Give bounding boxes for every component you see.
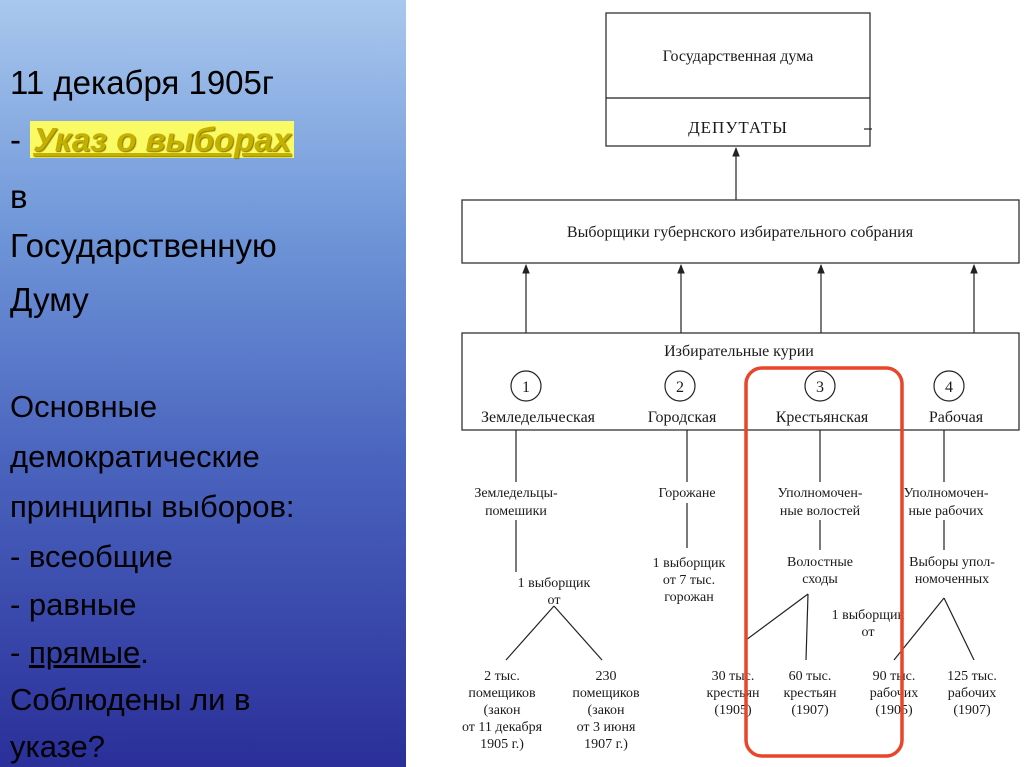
electors-box	[461, 199, 1020, 264]
direct-underlined: прямые	[28, 635, 141, 670]
question-line-2: указе?	[10, 729, 105, 764]
decree-title-highlight: Указ о выборах	[30, 121, 295, 158]
c3-who-1: Уполномочен-	[777, 486, 862, 501]
duma-box	[605, 12, 871, 147]
preposition-line: в	[10, 178, 28, 215]
electors-label: Выборщики губернского избирательного соб…	[567, 224, 914, 241]
c1-a-1: 2 тыс.	[484, 669, 520, 684]
principle-universal: - всеобщие	[10, 539, 173, 574]
decree-line: - Указ о выборах	[10, 119, 295, 162]
curia-2-number: 2	[676, 379, 684, 396]
curia-3-number: 3	[816, 379, 824, 396]
curia-3-circle	[804, 370, 836, 402]
c2-who: Горожане	[658, 486, 715, 501]
curia-3-label: Крестьянская	[776, 409, 869, 426]
c4-branch-right	[943, 597, 975, 661]
c4-a-2: рабочих	[870, 686, 919, 701]
c4-a-3: (1905)	[875, 703, 913, 718]
c4-mid-1: Выборы упол-	[909, 555, 995, 570]
curiae-title: Избирательные курии	[664, 343, 814, 360]
duma-label: Государственная дума	[663, 48, 814, 65]
c2-rate-1: 1 выборщик	[653, 556, 726, 571]
c3-a-3: (1905)	[714, 703, 752, 718]
curia-1-circle	[510, 370, 542, 402]
state-line: Государственную	[10, 227, 277, 264]
c4-a-1: 90 тыс.	[873, 669, 916, 684]
principles-line-3: принципы выборов:	[10, 489, 295, 524]
principle-equal: - равные	[10, 587, 137, 622]
curia-4-circle	[933, 370, 965, 402]
c4-b-2: рабочих	[948, 686, 997, 701]
election-system-diagram: Государственная дума ДЕПУТАТЫ Выборщики …	[461, 12, 1020, 758]
period: .	[140, 635, 149, 670]
c1-b-2: помещиков	[572, 686, 640, 701]
curiae-box	[461, 332, 1020, 431]
c3-a-1: 30 тыс.	[712, 669, 755, 684]
question-line-1: Соблюдены ли в	[10, 682, 251, 717]
duma-line: Думу	[10, 281, 89, 318]
c1-b-1: 230	[596, 669, 617, 684]
c1-b-3: (закон	[588, 703, 625, 718]
c4-mid-2: номоченных	[915, 572, 989, 587]
c1-branch-right	[553, 605, 603, 661]
principles-line-2: демократические	[10, 439, 260, 474]
c3-who-2: ные волостей	[780, 504, 861, 519]
dash: -	[10, 121, 31, 158]
c4-who-1: Уполномочен-	[903, 486, 988, 501]
c1-a-2: помещиков	[468, 686, 536, 701]
c3-a-2: крестьян	[706, 686, 760, 701]
curia-2-label: Городская	[648, 409, 717, 426]
c3-mid-1: Волостные	[787, 555, 853, 570]
c1-who-1: Земледельцы-	[474, 486, 558, 501]
c3-branch-left	[745, 593, 809, 641]
c1-who-2: помешики	[485, 504, 547, 519]
c3-mid-2: сходы	[802, 572, 838, 587]
c1-a-5: 1905 г.)	[480, 737, 524, 752]
c1-a-3: (закон	[484, 703, 521, 718]
c1-a-4: от 11 декабря	[462, 720, 543, 735]
c4-who-2: ные рабочих	[908, 504, 983, 519]
c34-rate-2: от	[862, 625, 875, 640]
c3-b-3: (1907)	[791, 703, 829, 718]
c3-branch-right	[805, 593, 809, 661]
deputies-label: ДЕПУТАТЫ	[688, 118, 788, 137]
c34-rate-1: 1 выборщик	[832, 608, 905, 623]
curia-1-number: 1	[522, 379, 530, 396]
curia-4-label: Рабочая	[929, 409, 984, 426]
c4-b-3: (1907)	[953, 703, 991, 718]
date-line: 11 декабря 1905г	[10, 64, 274, 101]
c1-rate-2: от	[548, 593, 561, 608]
c3-b-2: крестьян	[783, 686, 837, 701]
left-text-panel: 11 декабря 1905г - Указ о выборах в Госу…	[0, 0, 406, 767]
principle-direct: - прямые.	[10, 633, 149, 673]
peasant-curia-emphasis-frame	[744, 366, 904, 758]
curia-1-label: Земледельческая	[481, 409, 596, 426]
c3-b-1: 60 тыс.	[789, 669, 832, 684]
dash: -	[10, 635, 29, 670]
c2-rate-3: горожан	[664, 590, 714, 605]
c1-b-4: от 3 июня	[577, 720, 636, 735]
c2-rate-2: от 7 тыс.	[663, 573, 715, 588]
curia-4-number: 4	[945, 379, 953, 396]
c1-branch-left	[505, 605, 555, 661]
c4-b-1: 125 тыс.	[947, 669, 997, 684]
principles-line-1: Основные	[10, 389, 158, 424]
c1-b-5: 1907 г.)	[584, 737, 628, 752]
curia-2-circle	[664, 370, 696, 402]
c1-rate-1: 1 выборщик	[518, 576, 591, 591]
